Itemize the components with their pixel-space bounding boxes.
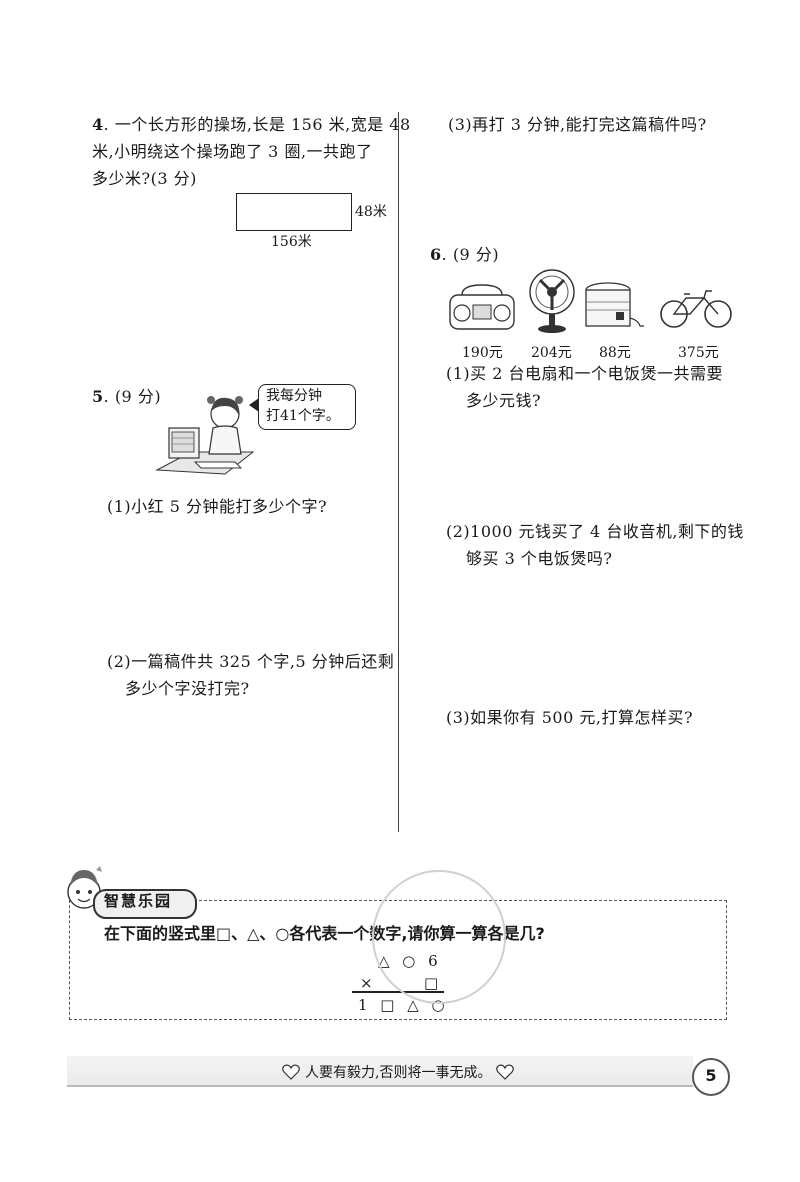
speech-bubble-text: 我每分钟 打41个字。 — [266, 386, 340, 426]
q6-sub3: (3)如果你有 500 元,打算怎样买? — [446, 708, 694, 727]
price-radio: 190元 — [462, 345, 503, 361]
q4-text1: . 一个长方形的操场,长是 156 米,宽是 48 — [103, 115, 411, 134]
q4-line2: 米,小明绕这个操场跑了 3 圈,一共跑了 — [92, 142, 373, 161]
heart-icon-left — [282, 1064, 300, 1080]
q4-line3: 多少米?(3 分) — [92, 169, 197, 188]
heart-icon-right — [496, 1064, 514, 1080]
mascot-icon — [67, 866, 102, 909]
price-bicycle: 375元 — [678, 345, 719, 361]
speech-bubble — [258, 384, 356, 430]
q6-heading: 6. (9 分) — [430, 241, 499, 268]
footer-line — [67, 1085, 693, 1087]
q6-number: 6 — [430, 245, 442, 264]
girl-typing-icon — [155, 396, 255, 475]
length-label: 156米 — [271, 234, 312, 250]
column-divider — [398, 112, 399, 832]
section-badge-text: 智慧乐园 — [104, 892, 173, 910]
q5-sub2-line1: (2)一篇稿件共 325 个字,5 分钟后还剩 — [107, 652, 395, 671]
q5-number: 5 — [92, 387, 104, 406]
q4-number: 4 — [92, 115, 104, 134]
q5-points: . (9 分) — [103, 387, 162, 406]
bubble-line1: 我每分钟 — [266, 388, 322, 404]
q5-sub2-line2: 多少个字没打完? — [125, 679, 250, 698]
fan-icon — [529, 269, 575, 333]
speech-bubble-tail — [249, 398, 259, 412]
q5-sub3: (3)再打 3 分钟,能打完这篇稿件吗? — [448, 115, 707, 134]
rice-cooker-icon — [585, 282, 644, 327]
rectangle-diagram — [236, 193, 352, 231]
width-label: 48米 — [355, 204, 387, 220]
q5-heading: 5. (9 分) — [92, 383, 161, 410]
q6-sub2-line2: 够买 3 个电饭煲吗? — [466, 549, 613, 568]
q6-sub1-line1: (1)买 2 台电扇和一个电饭煲一共需要 — [446, 364, 724, 383]
price-rice-cooker: 88元 — [599, 345, 631, 361]
calc-divider-line — [352, 991, 444, 993]
footer-band — [67, 1056, 693, 1086]
calc-operator: × — [360, 974, 373, 992]
q6-sub2-line1: (2)1000 元钱买了 4 台收音机,剩下的钱 — [446, 522, 744, 541]
q6-points: . (9 分) — [441, 245, 500, 264]
watermark-stamp — [372, 870, 506, 1004]
page-number-circle — [692, 1058, 730, 1096]
q4-line1: 4. 一个长方形的操场,长是 156 米,宽是 48 — [92, 111, 411, 138]
bicycle-icon — [660, 290, 732, 328]
section-badge — [93, 889, 197, 919]
page-number: 5 — [705, 1066, 717, 1085]
footer-motto: 人要有毅力,否则将一事无成。 — [305, 1065, 492, 1081]
price-fan: 204元 — [531, 345, 572, 361]
radio-icon — [449, 284, 515, 330]
q6-sub1-line2: 多少元钱? — [466, 391, 542, 410]
bubble-line2: 打41个字。 — [266, 408, 340, 424]
q5-sub1: (1)小红 5 分钟能打多少个字? — [107, 497, 328, 516]
